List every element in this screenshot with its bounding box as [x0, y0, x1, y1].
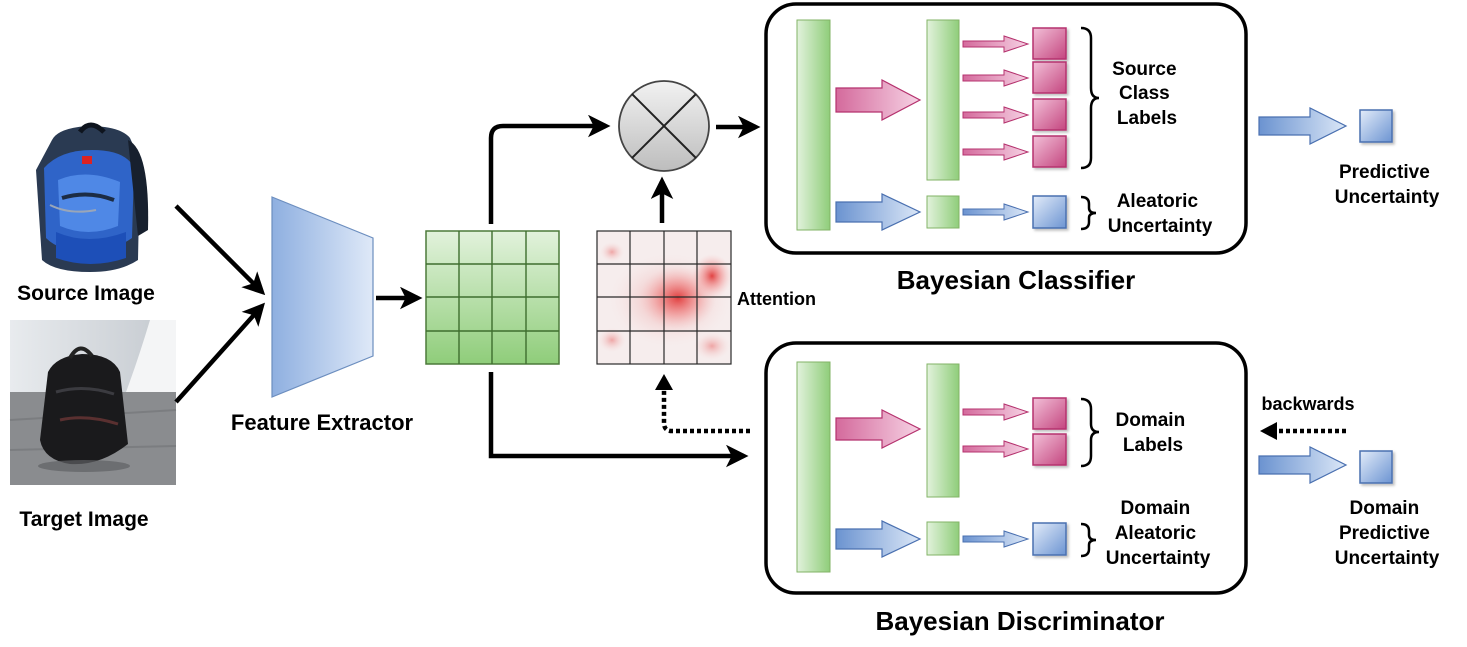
classifier-aleatoric-output	[1032, 195, 1067, 229]
classifier-predictive-arrow	[1258, 107, 1348, 145]
classifier-title: Bayesian Classifier	[897, 265, 1135, 295]
gradient-reversal-path	[661, 386, 750, 434]
feature-extractor-label: Feature Extractor	[231, 410, 414, 435]
feature-map	[425, 230, 560, 365]
discriminator-predictive-output	[1359, 450, 1393, 484]
discriminator-aleatoric-brace	[1080, 522, 1097, 558]
discriminator-small-pink-arrows	[962, 403, 1030, 458]
arrow-features-to-discriminator	[488, 372, 749, 468]
multiply-node	[618, 80, 710, 172]
feature-extractor	[271, 196, 374, 398]
discriminator-predictive-arrow	[1258, 446, 1348, 484]
discriminator-big-pink-arrow	[835, 409, 922, 449]
discriminator-aleatoric-text: Domain Aleatoric Uncertainty	[1106, 498, 1211, 569]
classifier-predictive-text: Predictive Uncertainty	[1335, 162, 1440, 208]
discriminator-aleatoric-node	[926, 521, 960, 556]
classifier-predictive-output	[1359, 109, 1393, 143]
arrow-target-to-extractor	[174, 302, 266, 404]
arrow-source-to-extractor	[174, 204, 266, 296]
discriminator-aleatoric-output	[1032, 522, 1067, 556]
discriminator-labels-text: Domain Labels	[1116, 410, 1191, 456]
attention-map	[596, 230, 732, 365]
classifier-input-layer	[796, 19, 831, 231]
attention-label: Attention	[737, 289, 816, 309]
source-image-label: Source Image	[17, 282, 155, 305]
classifier-labels-brace	[1080, 26, 1100, 170]
discriminator-predictive-text: Domain Predictive Uncertainty	[1335, 498, 1440, 569]
classifier-aleatoric-text: Aleatoric Uncertainty	[1108, 191, 1213, 237]
backwards-label: backwards	[1261, 394, 1354, 414]
bayesian-classifier: Source Class Labels Aleatoric Uncertaint…	[764, 2, 1248, 255]
classifier-labels-text: Source Class Labels	[1112, 59, 1182, 129]
classifier-small-blue-arrow	[962, 203, 1030, 221]
classifier-class-outputs	[1032, 27, 1067, 168]
arrow-features-to-multiply	[488, 114, 611, 224]
classifier-small-pink-arrows	[962, 35, 1030, 161]
bayesian-discriminator: Domain Labels Domain Aleatoric Uncertain…	[764, 341, 1248, 595]
classifier-big-pink-arrow	[835, 79, 922, 121]
discriminator-big-blue-arrow	[835, 520, 922, 558]
discriminator-input-layer	[796, 361, 831, 573]
discriminator-labels-brace	[1080, 397, 1100, 468]
target-image-label: Target Image	[19, 508, 148, 531]
discriminator-small-blue-arrow	[962, 530, 1030, 548]
source-image	[36, 122, 149, 272]
classifier-aleatoric-brace	[1080, 195, 1097, 231]
classifier-aleatoric-node	[926, 195, 960, 229]
backwards-arrowhead	[1260, 422, 1277, 440]
classifier-big-blue-arrow	[835, 193, 922, 231]
discriminator-title: Bayesian Discriminator	[875, 606, 1164, 636]
discriminator-domain-outputs	[1032, 397, 1067, 466]
gradient-reversal-arrowhead	[655, 374, 673, 390]
discriminator-hidden-layer	[926, 363, 960, 498]
target-image	[9, 320, 177, 485]
classifier-hidden-layer	[926, 19, 960, 181]
